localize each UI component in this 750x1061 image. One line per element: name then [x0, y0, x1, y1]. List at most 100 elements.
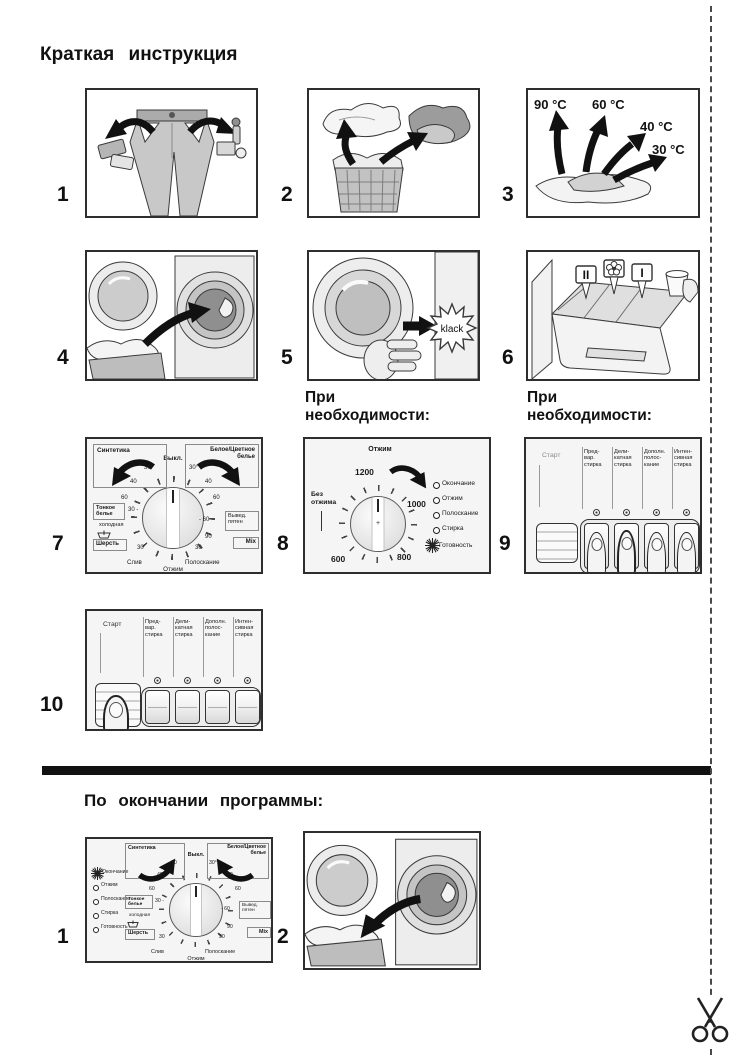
panel-load-laundry: [85, 250, 258, 381]
temp-40-label: 40 °C: [640, 119, 673, 134]
panel-option-buttons: Старт Пред- вар. стирка Дели- катная сти…: [524, 437, 702, 574]
finger: [587, 532, 606, 572]
mix-zone: Mix: [233, 537, 259, 549]
dial-arrow-right-icon: [197, 459, 240, 486]
button-label-extra-rinse: Дополн. полос- кание: [644, 449, 666, 468]
finger: [647, 532, 666, 572]
mix-zone: Mix: [247, 927, 271, 938]
arrow-up-left-icon: [341, 132, 356, 166]
finger-pressing: [617, 530, 636, 572]
after-program-title: По окончании программы:: [84, 791, 324, 810]
stain-zone: Вывед. пятен: [225, 511, 259, 531]
klack-label: klack: [441, 324, 465, 335]
no-spin-label: Без отжима: [311, 491, 337, 506]
spin-arrow-icon: [389, 465, 427, 489]
arrow-90-icon: [553, 125, 566, 175]
button-label-intensive: Интен- сивная стирка: [674, 449, 693, 468]
laundry-basket: [334, 167, 404, 213]
panel-program-dial: Выкл. Синтетика Белое/Цветное белье 30 4…: [85, 437, 263, 574]
basket: [306, 938, 386, 967]
start-label: Старт: [103, 621, 122, 628]
arrow-30-icon: [612, 159, 654, 184]
klack-burst: [426, 302, 478, 354]
stain-zone: Вывед. пятен: [239, 901, 271, 919]
dial-arrow-to-off-right-icon: [216, 858, 255, 882]
step-number-1: 1: [57, 183, 69, 206]
delicate-zone: Тонкое белье: [93, 503, 125, 520]
dial-off-label: Выкл.: [163, 455, 183, 462]
step-number-3: 3: [502, 183, 514, 206]
temp-30-label: 30 °C: [652, 142, 685, 157]
section-divider: [42, 766, 711, 775]
extra-rinse-button: [205, 690, 230, 724]
mainwash-symbol: I: [640, 266, 643, 280]
spin-dial-knob: [350, 496, 406, 552]
button-label-prewash: Пред- вар. стирка: [145, 619, 163, 638]
basket: [88, 352, 166, 379]
step-number-9: 9: [499, 532, 511, 555]
trousers: [129, 120, 215, 216]
coin: [235, 147, 247, 159]
step-number-2: 2: [281, 183, 293, 206]
arrow-60-icon: [582, 128, 602, 173]
pocket-item: [109, 153, 135, 171]
button-label-delicate: Дели- катная стирка: [614, 449, 632, 468]
hand: [682, 278, 698, 303]
load-machine-illustration: [87, 255, 255, 379]
indicator-spin: [93, 885, 99, 891]
wool-zone: Шерсть: [125, 929, 155, 940]
delicate-zone: Тонкое белье: [125, 895, 153, 909]
temp-60-label: 60 °C: [592, 97, 625, 112]
whites-zone: Белое/Цветное белье: [185, 444, 259, 488]
trouser-button: [169, 112, 175, 118]
white-laundry-pile: [322, 103, 401, 138]
arrow-left-icon: [116, 118, 156, 135]
dial-arrow-to-off-left-icon: [137, 858, 176, 882]
handwash-icon: [97, 530, 111, 539]
small-box: [216, 141, 236, 156]
indicator-spin: [433, 497, 440, 504]
step-number-6: 6: [502, 346, 514, 369]
panel-dial-to-off: Окончание Отжим Полоскание Стирка Готовн…: [85, 837, 273, 963]
intensive-button: [235, 690, 260, 724]
page-title: Краткая инструкция: [40, 44, 238, 65]
handwash-icon: [127, 920, 139, 928]
after-step-number-1: 1: [57, 925, 69, 948]
step-number-8: 8: [277, 532, 289, 555]
after-step-number-2: 2: [277, 925, 289, 948]
wool-zone: Шерсть: [93, 539, 127, 551]
spin-title: Отжим: [368, 446, 392, 453]
delicate-button: [175, 690, 200, 724]
arrow-into-drum-icon: [142, 309, 195, 347]
finger: [677, 532, 696, 572]
panel-detergent-drawer: II I: [526, 250, 700, 381]
indicator-rinse: [433, 512, 440, 519]
trousers-illustration: [97, 109, 247, 216]
step-number-5: 5: [281, 346, 293, 369]
indicator-ready: [93, 927, 99, 933]
program-dial-knob: [169, 883, 223, 937]
prewash-button: [145, 690, 170, 724]
arrow-40-icon: [601, 141, 635, 177]
panel-unload-laundry: [303, 831, 481, 970]
step-number-10: 10: [40, 693, 64, 716]
arrow-out-of-drum-icon: [372, 894, 422, 927]
ready-burst-icon: [425, 538, 440, 553]
when-needed-label: При необходимости:: [305, 389, 430, 424]
step-number-4: 4: [57, 346, 69, 369]
prewash-symbol: II: [583, 268, 590, 282]
button-label-extra-rinse: Дополн. полос- кание: [205, 619, 227, 638]
temp-90-label: 90 °C: [534, 97, 567, 112]
lipstick: [232, 125, 241, 145]
start-button: [536, 523, 578, 563]
softener-flower-icon: [606, 261, 622, 276]
indicator-wash: [433, 527, 440, 534]
finger-pressing-start: [103, 695, 129, 729]
unload-machine-illustration: [305, 838, 478, 967]
panel-sort-laundry: [307, 88, 480, 218]
sorting-illustration: [322, 103, 471, 213]
program-dial-knob: [142, 487, 204, 549]
button-label-delicate: Дели- катная стирка: [175, 619, 193, 638]
close-door-illustration: klack: [312, 252, 478, 379]
